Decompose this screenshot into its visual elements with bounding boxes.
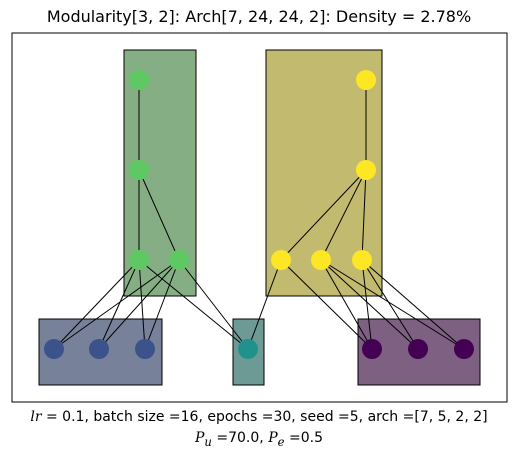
diagram-title: Modularity[3, 2]: Arch[7, 24, 24, 2]: De… xyxy=(46,7,472,26)
node-yellow xyxy=(356,160,376,180)
node-green xyxy=(169,250,189,270)
node-yellow xyxy=(352,250,372,270)
edge xyxy=(361,259,373,350)
caption-line-2: Pu =70.0, Pe =0.5 xyxy=(0,430,518,449)
edge xyxy=(138,259,249,350)
pu-symbol: P xyxy=(195,430,205,446)
edge xyxy=(178,259,249,350)
node-blue xyxy=(89,339,109,359)
edge xyxy=(98,259,140,350)
edge xyxy=(53,259,180,350)
edge xyxy=(361,259,465,350)
node-purple xyxy=(362,339,382,359)
plot-frame xyxy=(11,32,508,403)
pu-subscript: u xyxy=(204,434,212,449)
node-green xyxy=(129,160,149,180)
edge xyxy=(98,259,180,350)
edge xyxy=(144,259,180,350)
pe-subscript: e xyxy=(277,434,285,449)
edge xyxy=(138,169,180,261)
edge xyxy=(247,259,282,350)
node-purple xyxy=(408,339,428,359)
edges xyxy=(53,80,465,350)
edge xyxy=(320,259,465,350)
node-yellow xyxy=(271,250,291,270)
nodes xyxy=(44,70,474,359)
node-yellow xyxy=(356,70,376,90)
edge xyxy=(361,259,419,350)
node-green xyxy=(129,70,149,90)
node-yellow xyxy=(311,250,331,270)
node-blue xyxy=(44,339,64,359)
edge xyxy=(320,259,373,350)
edge xyxy=(361,169,367,261)
edge xyxy=(138,259,146,350)
hyperparameters-text: = 0.1, batch size =16, epochs =30, seed … xyxy=(41,409,488,425)
pu-value: =70.0, xyxy=(211,430,269,446)
lr-symbol: lr xyxy=(30,409,42,425)
node-teal xyxy=(238,339,258,359)
edge xyxy=(280,259,373,350)
edge xyxy=(53,259,140,350)
edge xyxy=(320,259,419,350)
edge xyxy=(320,169,367,261)
node-purple xyxy=(454,339,474,359)
pe-value: =0.5 xyxy=(284,430,323,446)
edge xyxy=(280,169,367,261)
pe-symbol: P xyxy=(268,430,278,446)
node-green xyxy=(129,250,149,270)
node-blue xyxy=(135,339,155,359)
caption-line-1: lr = 0.1, batch size =16, epochs =30, se… xyxy=(0,409,518,425)
